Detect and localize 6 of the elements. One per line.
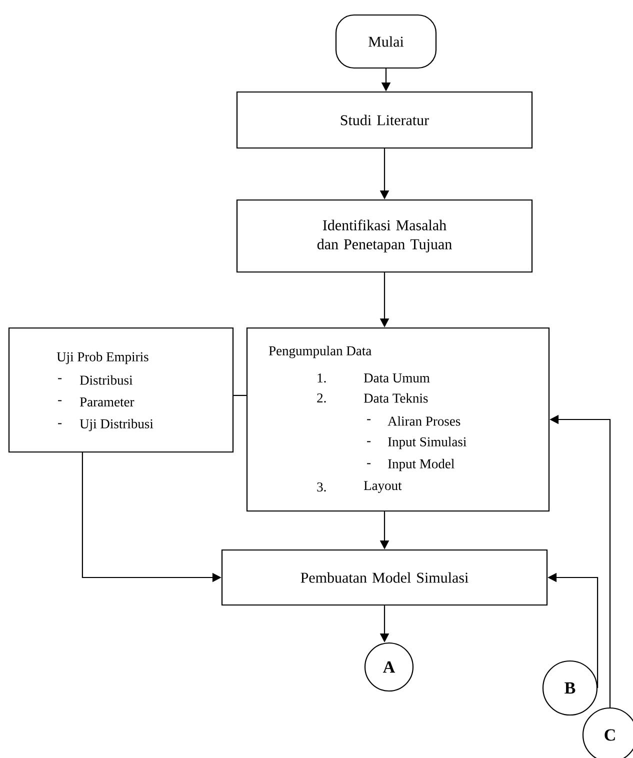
process-box: Pembuatan Model Simulasi [221, 549, 548, 606]
process-box: Studi Literatur [236, 91, 533, 149]
start-terminal: Mulai [335, 14, 437, 69]
process-box: Identifikasi Masalah dan Penetapan Tujuan [236, 199, 533, 273]
process-box: Uji Prob Empiris - Distribusi - Parameter - Uji Distribusi [8, 327, 234, 453]
process-box: Pengumpulan Data 1. Data Umum 2. Data Teknis - Aliran Proses - Input Simulasi - Input Model 3. Layout [246, 327, 550, 512]
